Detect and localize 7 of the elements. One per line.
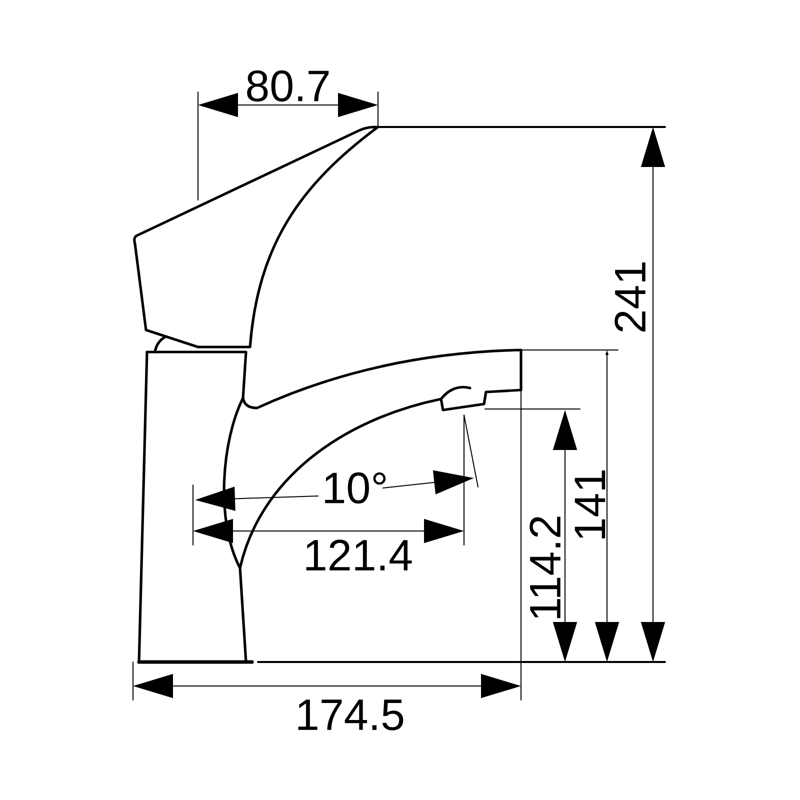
dimension-label: 80.7 <box>247 70 329 102</box>
dimension-label: 114.2 <box>530 516 560 618</box>
dimension-label: 10° <box>325 472 386 504</box>
dimension-label: 174.5 <box>298 700 404 730</box>
dimension-label: 241 <box>614 262 646 332</box>
dimension-label: 121.4 <box>306 540 412 570</box>
dimension-label: 141 <box>574 470 606 538</box>
